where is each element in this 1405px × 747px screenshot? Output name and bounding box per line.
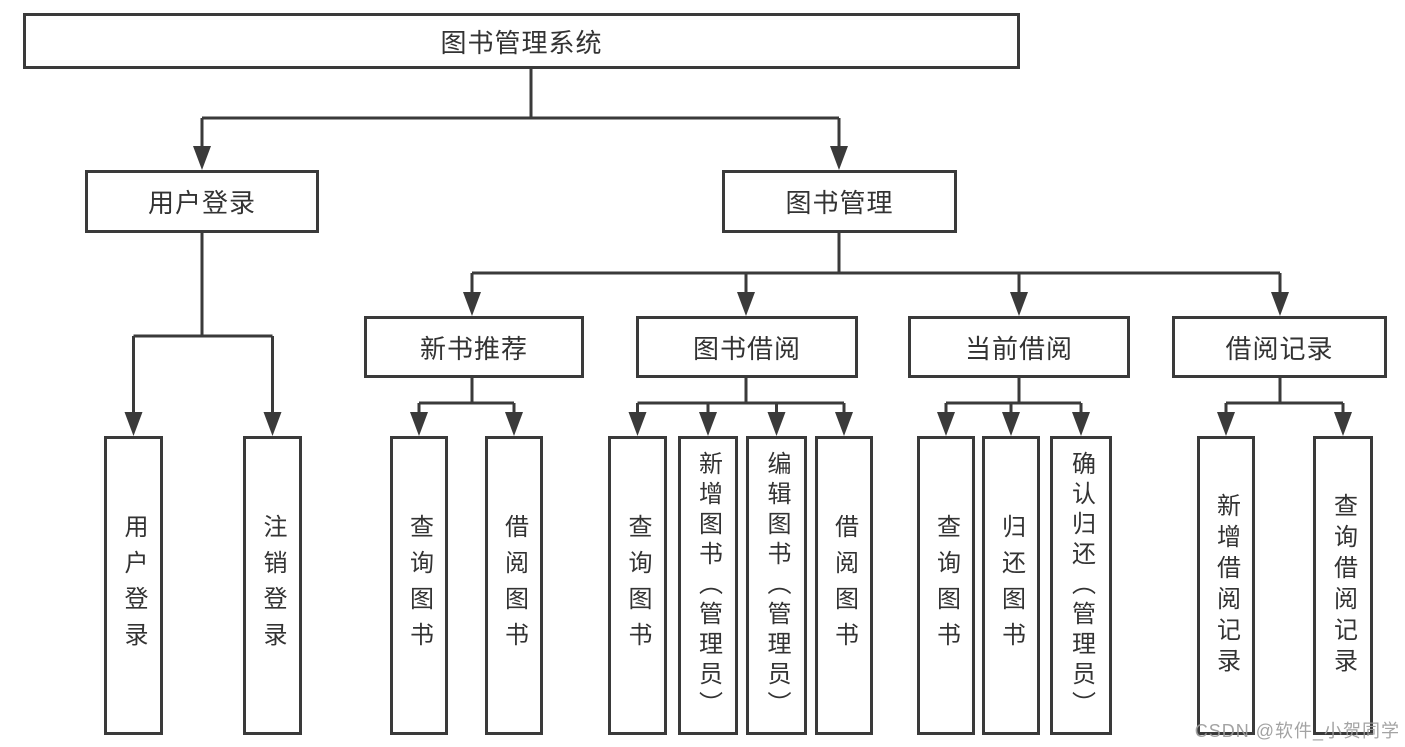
node-label: 图书管理系统 [440,27,603,58]
leaf-query-books-recommend: 查询图书 [390,436,448,735]
csdn-watermark: CSDN @软件_小贺同学 [1194,721,1400,741]
leaf-label: 新增借阅记录 [1212,492,1240,679]
leaf-query-borrow-record: 查询借阅记录 [1313,436,1373,735]
leaf-label: 归还图书 [997,513,1025,658]
leaf-label: 用户登录 [120,513,147,658]
leaf-borrow-books: 借阅图书 [815,436,873,735]
node-new-book-recommend: 新书推荐 [364,316,584,378]
leaf-label: 查询借阅记录 [1329,492,1357,679]
node-current-borrow: 当前借阅 [908,316,1130,378]
leaf-label: 查询图书 [932,513,960,658]
leaf-label: 借阅图书 [500,513,528,658]
leaf-add-borrow-record: 新增借阅记录 [1197,436,1255,735]
leaf-return-books: 归还图书 [982,436,1040,735]
leaf-user-login: 用户登录 [104,436,163,735]
node-label: 图书借阅 [692,333,801,364]
leaf-edit-books-admin: 编辑图书（管理员） [746,436,807,735]
leaf-label: 查询图书 [405,513,433,658]
leaf-label: 新增图书（管理员） [694,450,722,721]
leaf-label: 借阅图书 [830,513,858,658]
node-borrow-records: 借阅记录 [1172,316,1387,378]
node-label: 新书推荐 [419,333,528,364]
leaf-borrow-books-recommend: 借阅图书 [485,436,543,735]
leaf-add-books-admin: 新增图书（管理员） [678,436,738,735]
leaf-confirm-return-admin: 确认归还（管理员） [1050,436,1112,735]
arrowheads [124,146,1352,436]
leaf-query-books-borrow: 查询图书 [608,436,667,735]
leaf-label: 查询图书 [624,513,651,658]
node-user-login: 用户登录 [85,170,319,233]
node-label: 图书管理 [785,188,894,218]
node-label: 用户登录 [147,188,256,218]
leaf-label: 注销登录 [259,513,286,658]
leaf-logout-login: 注销登录 [243,436,302,735]
leaf-label: 确认归还（管理员） [1067,450,1095,721]
node-library-management-system: 图书管理系统 [23,13,1020,69]
leaf-label: 编辑图书（管理员） [763,450,790,721]
node-label: 借阅记录 [1225,333,1334,364]
node-label: 当前借阅 [964,333,1073,364]
node-book-borrow: 图书借阅 [636,316,858,378]
node-book-management: 图书管理 [722,170,957,233]
leaf-query-books-current: 查询图书 [917,436,975,735]
